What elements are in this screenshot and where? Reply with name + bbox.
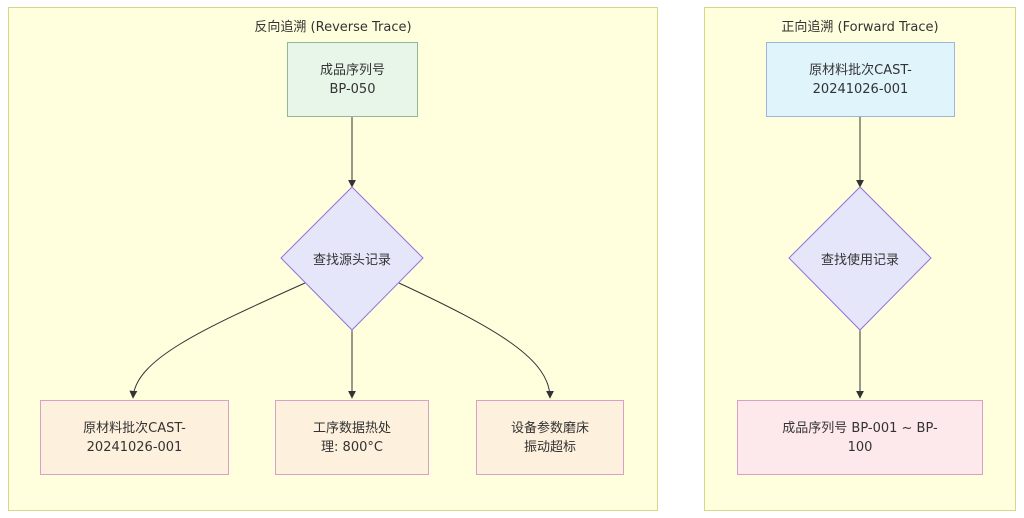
forward-trace-title: 正向追溯 (Forward Trace) bbox=[781, 20, 939, 35]
edge-decision-to-equipment bbox=[398, 282, 554, 399]
reverse-trace-title: 反向追溯 (Reverse Trace) bbox=[254, 20, 412, 35]
forward-start-node: 原材料批次CAST- 20241026-001 bbox=[766, 42, 955, 117]
forward-decision-diamond bbox=[788, 186, 932, 331]
reverse-decision-diamond bbox=[280, 186, 424, 331]
reverse-decision-label: 查找源头记录 bbox=[312, 253, 391, 268]
reverse-result-process: 工序数据热处 理: 800°C bbox=[275, 400, 429, 475]
forward-decision-label: 查找使用记录 bbox=[820, 253, 899, 268]
reverse-result-material: 原材料批次CAST- 20241026-001 bbox=[40, 400, 229, 475]
reverse-start-node: 成品序列号 BP-050 bbox=[287, 42, 418, 117]
reverse-result-equipment: 设备参数磨床 振动超标 bbox=[476, 400, 624, 475]
forward-result-node: 成品序列号 BP-001 ~ BP- 100 bbox=[737, 400, 983, 475]
edge-decision-to-material bbox=[129, 282, 306, 399]
